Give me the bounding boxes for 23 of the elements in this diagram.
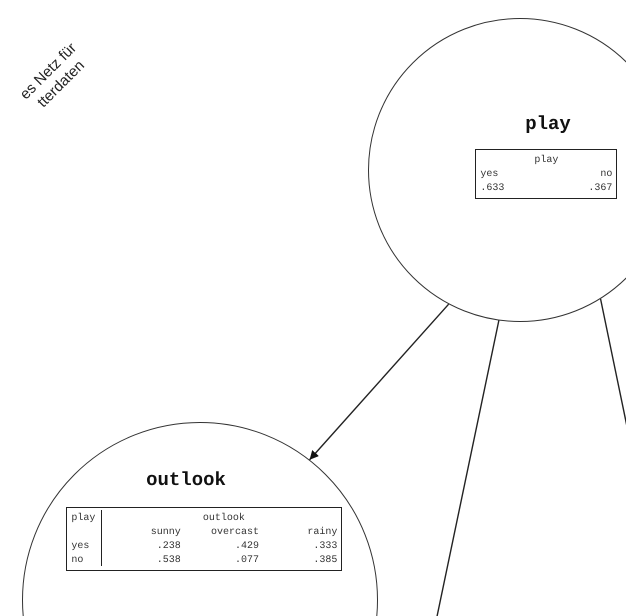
column-label: no xyxy=(599,168,612,180)
table-header: outlook xyxy=(202,512,246,524)
row-label: no xyxy=(71,552,102,566)
probability-value: .077 xyxy=(234,554,260,566)
row-label: yes xyxy=(71,538,102,552)
probability-table xyxy=(475,149,618,200)
node-title: play xyxy=(525,113,571,135)
probability-value: .333 xyxy=(312,540,338,552)
table-header: play xyxy=(533,154,560,166)
column-label: rainy xyxy=(306,526,338,538)
column-label: overcast xyxy=(210,526,260,538)
probability-table xyxy=(66,507,342,572)
arrow xyxy=(309,304,450,460)
probability-value: .385 xyxy=(312,554,338,566)
probability-value: .429 xyxy=(234,540,260,552)
probability-value: .538 xyxy=(156,554,181,566)
probability-value: .238 xyxy=(156,540,181,552)
probability-value: .633 xyxy=(480,182,506,194)
parent-label: play xyxy=(71,510,102,538)
node-title: outlook xyxy=(146,469,226,491)
column-label: sunny xyxy=(150,526,181,538)
column-label: yes xyxy=(480,168,500,180)
probability-value: .367 xyxy=(587,182,612,194)
